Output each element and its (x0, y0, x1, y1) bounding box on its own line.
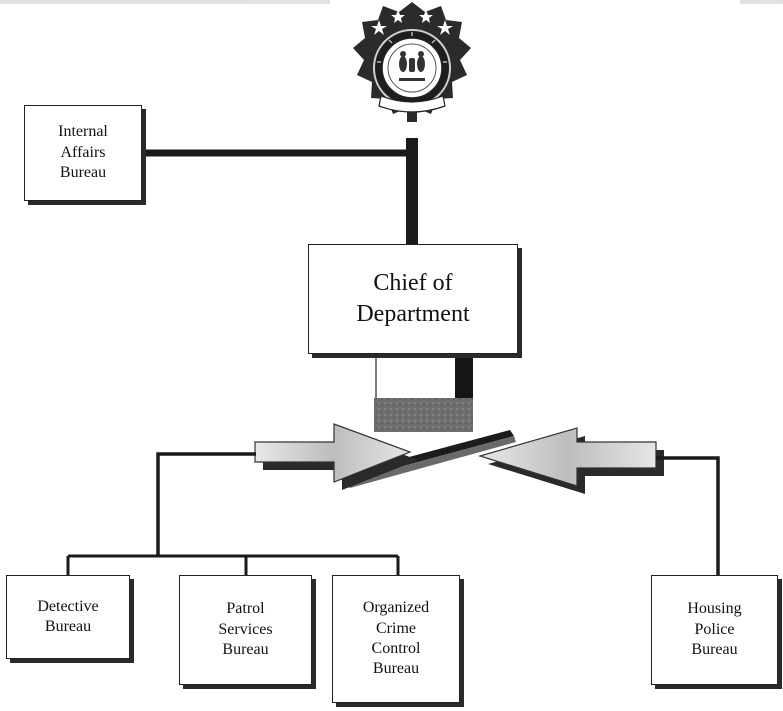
node-organized-crime-control-bureau: Organized Crime Control Bureau (332, 575, 460, 703)
node-detective-bureau: Detective Bureau (6, 575, 130, 659)
node-internal-affairs: Internal Affairs Bureau (24, 105, 142, 201)
patrol-label: Patrol Services Bureau (218, 600, 273, 659)
scan-edge (0, 0, 783, 4)
diagonal-divider-shadow (344, 436, 516, 488)
left-arrow (254, 423, 412, 483)
node-housing-police-bureau: Housing Police Bureau (651, 575, 778, 685)
housing-label: Housing Police Bureau (687, 600, 742, 659)
chief-label: Chief of Department (356, 269, 470, 327)
organized-crime-label: Organized Crime Control Bureau (362, 599, 430, 678)
chief-drop-shaft (374, 398, 473, 432)
detective-label: Detective Bureau (37, 597, 99, 635)
node-patrol-services-bureau: Patrol Services Bureau (179, 575, 312, 685)
police-badge-icon (353, 2, 471, 122)
commissioner-seal (349, 0, 475, 138)
right-arrow (477, 427, 657, 487)
internal-affairs-label: Internal Affairs Bureau (58, 123, 108, 182)
node-chief-of-department: Chief of Department (308, 244, 518, 354)
chief-drop-shaft-dark (455, 356, 473, 404)
housing-connector (656, 456, 720, 576)
left-bureau-connector (156, 452, 256, 556)
